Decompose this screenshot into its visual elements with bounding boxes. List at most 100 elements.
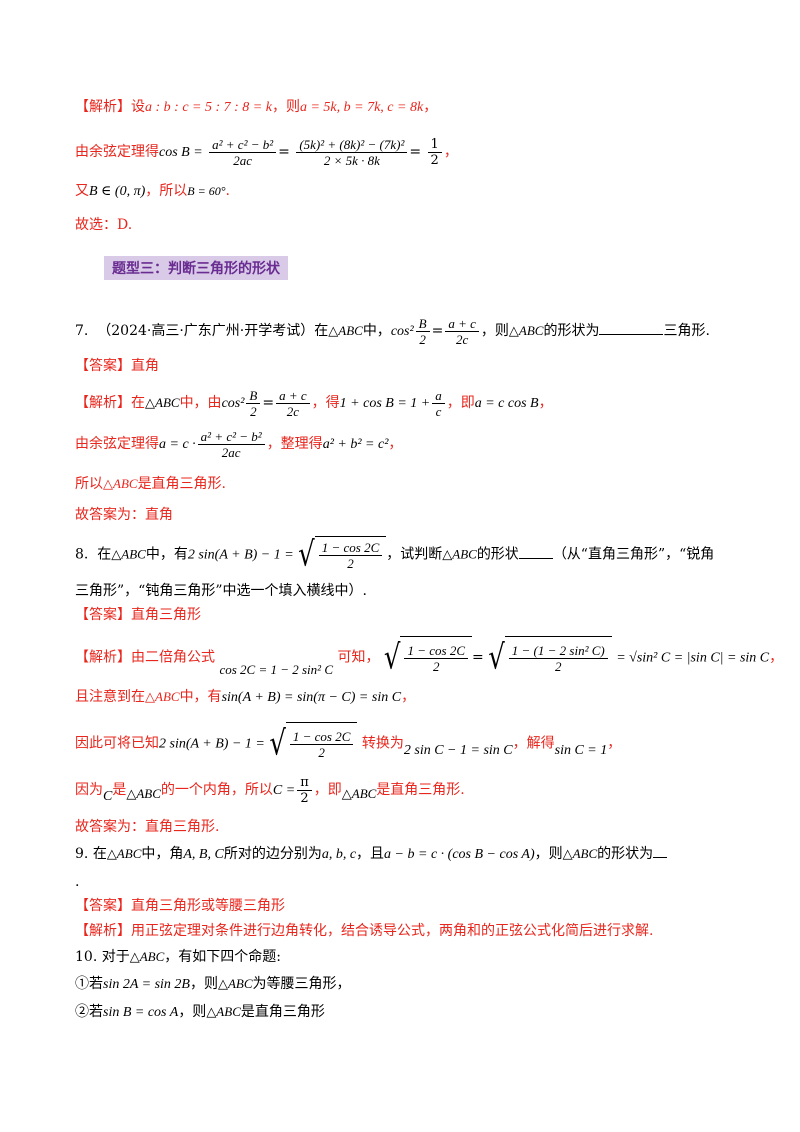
q7-solution-line3: 所以△ABC是直角三角形. [75, 473, 226, 495]
q10-stem: 10. 对于△ABC，有如下四个命题: [75, 946, 281, 968]
square-root: √1 − (1 − 2 sin² C)2 [488, 636, 612, 679]
text: ，整理得 [266, 436, 323, 452]
math: △ABC [145, 395, 180, 410]
text: 在 [92, 846, 107, 862]
text: ，则 [178, 1004, 207, 1020]
answer-blank [518, 546, 553, 559]
text: ，则 [534, 846, 563, 862]
q8-solution-line1: 【解析】由二倍角公式 cos 2C = 1 − 2 sin² C 可知， √1 … [75, 636, 784, 679]
question-number: 7. [75, 323, 89, 339]
text: 可知， [337, 649, 380, 666]
text: 的形状为 [543, 323, 600, 339]
text: （2024·高三·广东广州·开学考试）在 [97, 323, 329, 339]
math: △ABC [111, 546, 146, 562]
answer-tag: 【答案】 [75, 358, 131, 374]
numerator: 1 − cos 2C [404, 643, 469, 659]
analysis-tag: 【解析】 [75, 395, 131, 411]
text: ， [423, 99, 438, 115]
text: ，且 [356, 846, 385, 862]
math: C [103, 789, 113, 804]
denominator: 2 × 5k · 8k [323, 152, 380, 168]
math: 2 sin C − 1 = sin C [403, 742, 513, 758]
text: ，即 [446, 395, 475, 411]
math: a² + b² = c² [322, 437, 389, 452]
math: sin B = cos A [103, 1005, 179, 1020]
question-number: 9. [75, 846, 89, 862]
text: 由余弦定理得 [75, 436, 159, 452]
text: 在 [131, 395, 145, 411]
q7-solution-line4: 故答案为：直角 [75, 507, 173, 523]
denominator: 2 [433, 658, 440, 674]
text: ，有如下四个命题: [164, 949, 281, 965]
text: ①若 [75, 976, 103, 992]
text: 是直角三角形. [376, 782, 465, 798]
text: 的一个内角，所以 [160, 782, 273, 798]
denominator: 2 [250, 403, 257, 419]
math: a − b = c · (cos B − cos A) [384, 847, 535, 862]
q8-answer: 【答案】直角三角形 [75, 604, 201, 626]
q9-answer: 【答案】直角三角形或等腰三角形 [75, 895, 285, 917]
math: a = c cos B [474, 396, 539, 411]
text: 中，有 [145, 546, 188, 563]
numerator: a + c [276, 388, 310, 404]
q8-solution-line5: 故答案为：直角三角形. [75, 819, 220, 835]
analysis-tag: 【解析】 [75, 649, 131, 666]
numerator: B [246, 388, 261, 404]
text: . [225, 183, 230, 199]
numerator: B [415, 316, 430, 332]
numerator: (5k)² + (8k)² − (7k)² [296, 137, 408, 153]
answer-text: 直角三角形 [131, 607, 201, 623]
math: a : b : c = 5 : 7 : 8 = k [145, 100, 272, 115]
text: 所对的边分别为 [223, 846, 322, 862]
denominator: 2c [455, 331, 469, 347]
text: 是 [112, 782, 127, 798]
numerator: 1 − (1 − 2 sin² C) [508, 643, 608, 659]
math: △ABC [106, 846, 142, 861]
section-heading: 题型三：判断三角形的形状 [104, 256, 288, 280]
math: cos² [390, 324, 414, 339]
q9-solution: 【解析】用正弦定理对条件进行边角转化，结合诱导公式，两角和的正弦公式化简后进行求… [75, 920, 653, 942]
q7-answer: 【答案】直角 [75, 355, 159, 377]
math: cos B = [159, 145, 203, 160]
p6-line3: 又B ∈ (0, π)，所以B = 60°. [75, 180, 230, 203]
text: 中，由 [179, 395, 222, 411]
denominator: 2 [555, 658, 562, 674]
math: a = c · [159, 437, 196, 452]
math: sin C = 1 [554, 742, 608, 758]
math: a, b, c [321, 847, 357, 862]
answer-text: 直角三角形或等腰三角形 [131, 898, 285, 914]
text: ， [538, 395, 553, 411]
answer-text: 直角 [131, 358, 159, 374]
text: ，则 [271, 99, 300, 115]
numerator: 1 − cos 2C [318, 540, 383, 556]
text: 的形状 [476, 546, 519, 563]
denominator: 2c [286, 403, 300, 419]
answer-tag: 【答案】 [75, 607, 131, 623]
text: （从“直角三角形”，“锐角 [552, 546, 715, 563]
denominator: 2 [300, 790, 309, 806]
q8-solution-line2: 且注意到在△ABC中，有sin(A + B) = sin(π − C) = si… [75, 686, 415, 709]
text: ②若 [75, 1004, 103, 1020]
q8-stem-line2: 三角形”，“钝角三角形”中选一个填入横线中）. [75, 583, 367, 599]
text: 由余弦定理得 [75, 144, 159, 160]
math: 2 sin(A + B) − 1 = [159, 736, 265, 752]
text: 中，有 [179, 689, 222, 705]
math: sin 2A = sin 2B [103, 977, 190, 992]
q8-stem: 8. 在△ABC中，有2 sin(A + B) − 1 = √1 − cos 2… [75, 536, 714, 574]
